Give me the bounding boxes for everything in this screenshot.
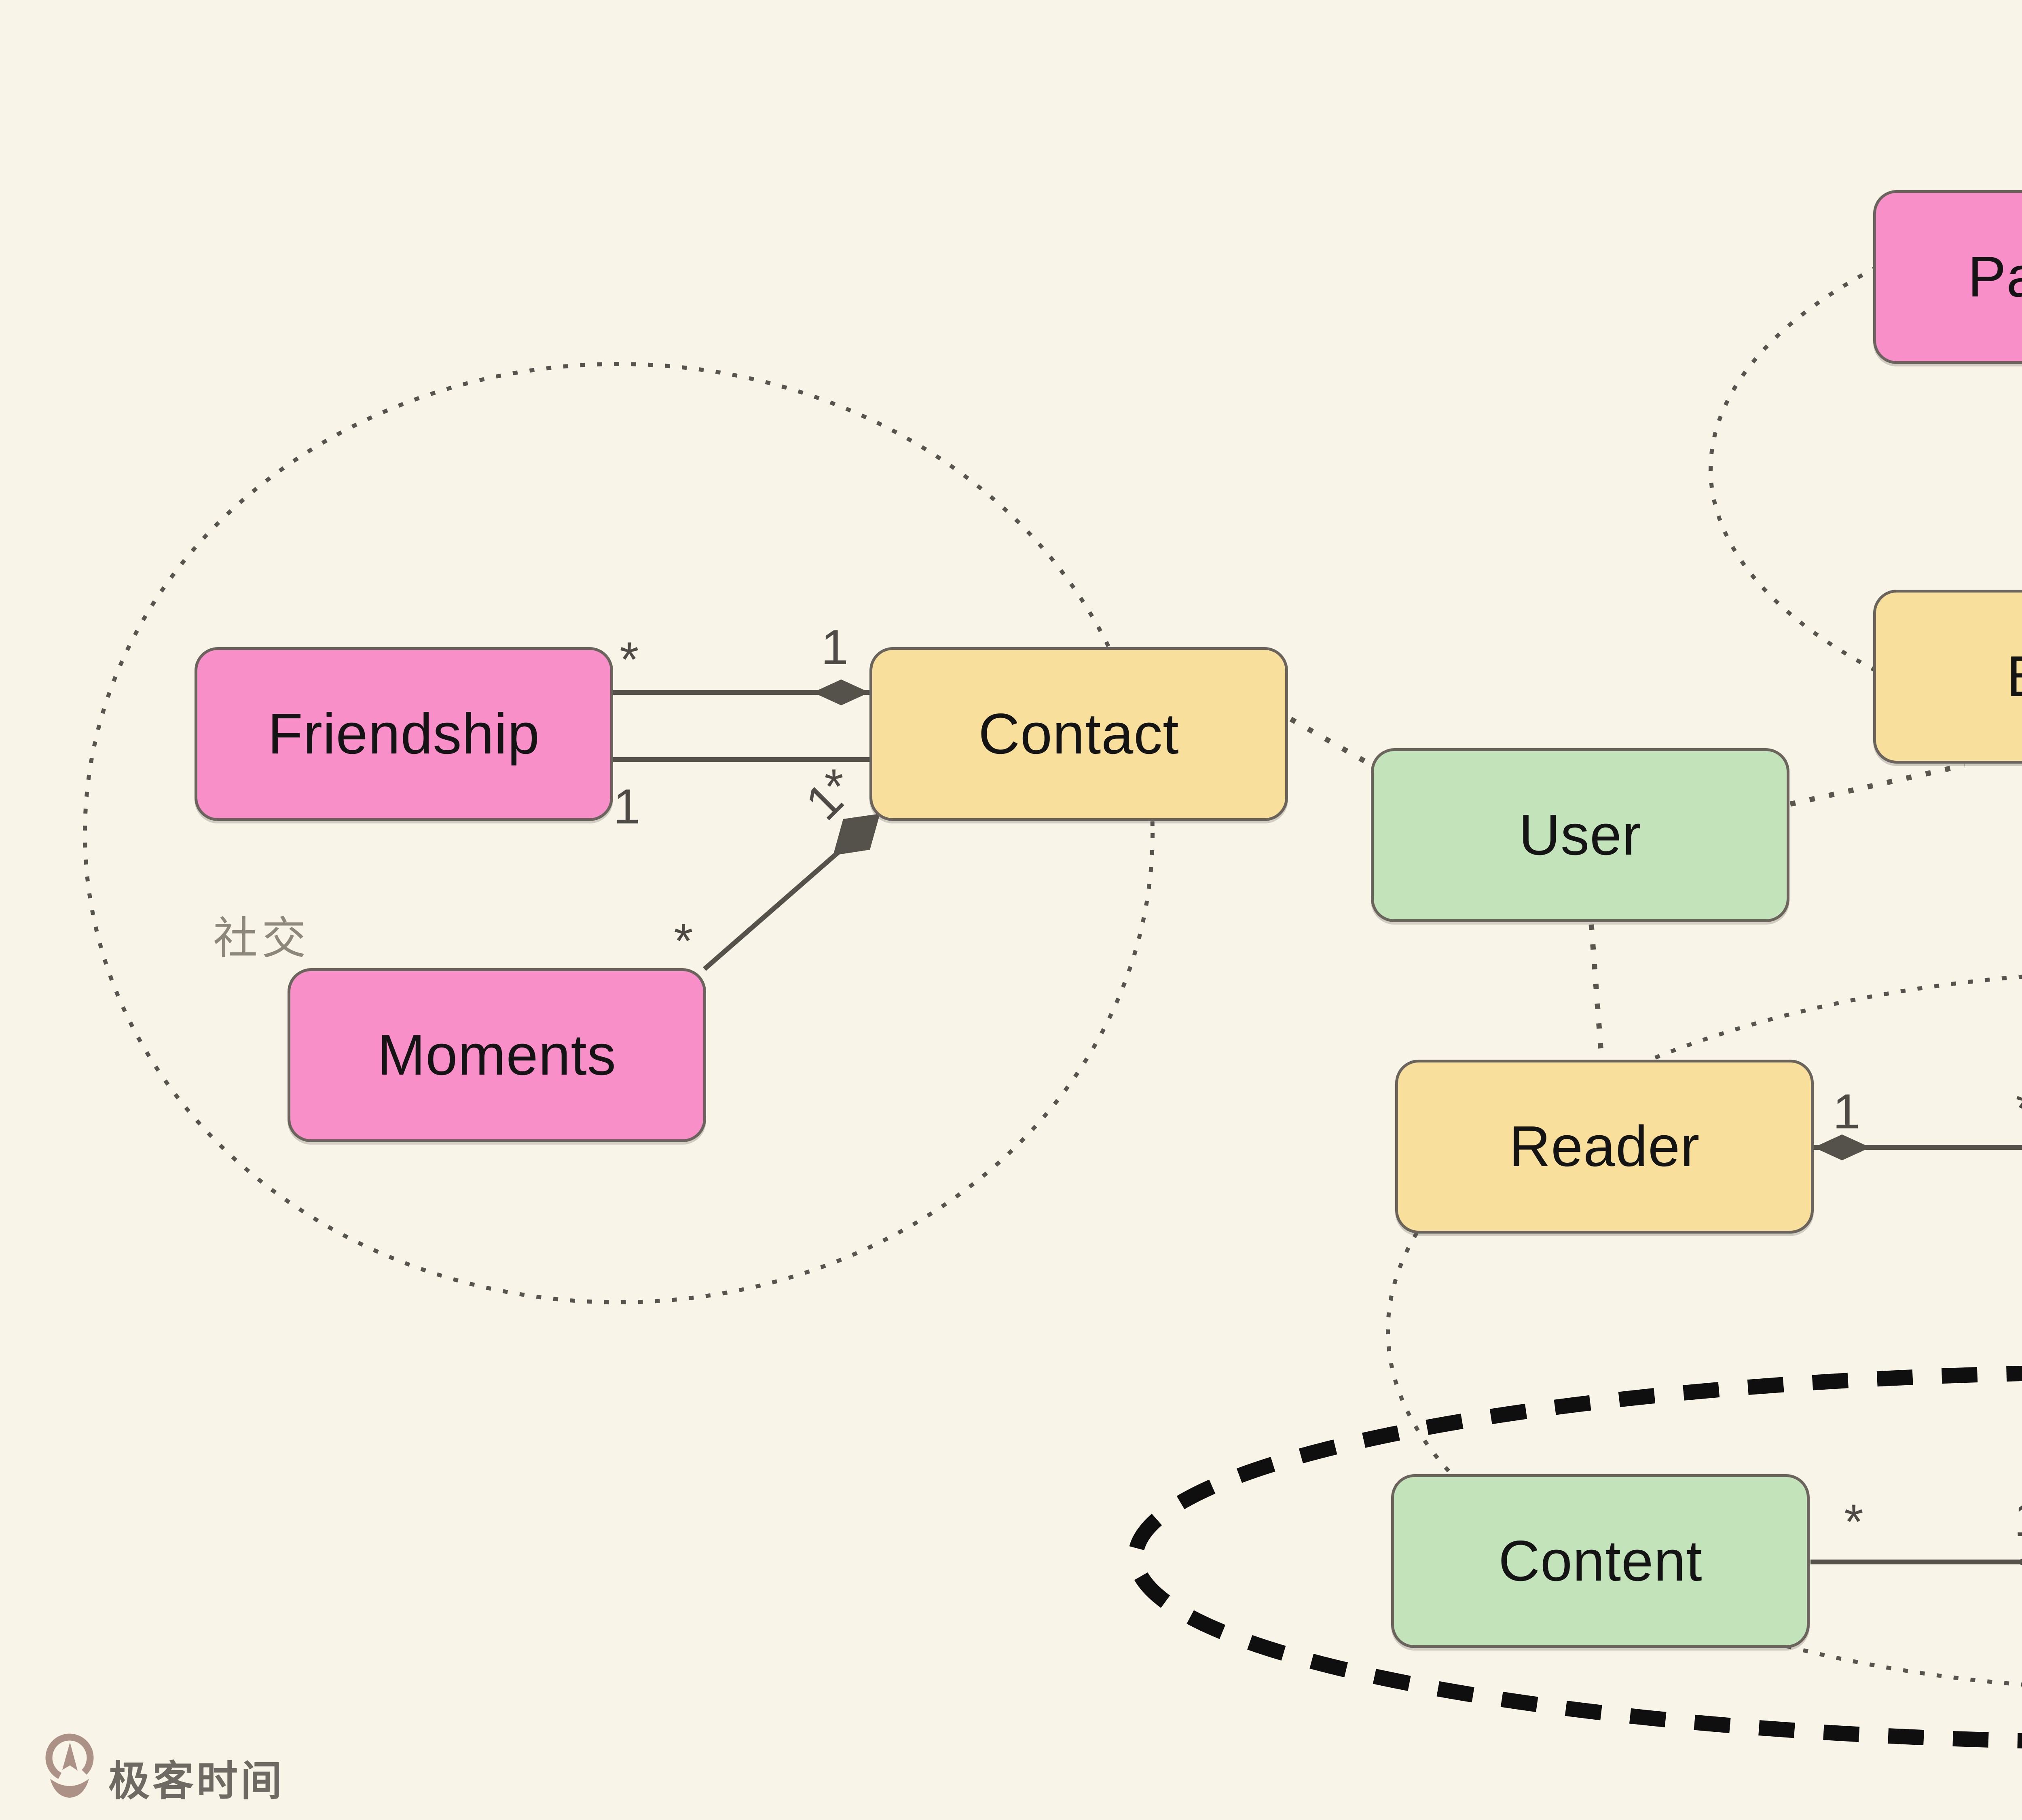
multiplicity-label: * — [1844, 1494, 1863, 1549]
entity-label-moments: Moments — [377, 1023, 616, 1087]
logo-smile-shape — [50, 1779, 89, 1798]
entity-label-payment: Payment — [1967, 245, 2022, 309]
entity-label-user: User — [1519, 803, 1642, 867]
logo-needle-shape — [62, 1742, 78, 1771]
geektime-logo-icon — [45, 1733, 94, 1798]
logo-text: 极客时间 — [108, 1758, 285, 1804]
entity-buyer[interactable]: Buyer — [1873, 590, 2022, 764]
relation-contact-user — [1289, 717, 1386, 775]
entity-label-reader: Reader — [1509, 1114, 1700, 1179]
aggregation-diamond-moments-contact — [833, 814, 880, 855]
relation-user-reader — [1588, 924, 1604, 1058]
entity-user[interactable]: User — [1371, 748, 1789, 922]
domain-ellipse-order — [1709, 208, 2022, 730]
relation-user-buyer — [1789, 762, 1965, 807]
entity-content[interactable]: Content — [1391, 1474, 1810, 1648]
multiplicity-label: 1 — [613, 779, 641, 834]
multiplicity-label: 1 — [821, 620, 848, 675]
entity-label-contact: Contact — [978, 702, 1179, 766]
relation-moments-contact — [703, 851, 840, 971]
entity-label-content: Content — [1498, 1529, 1703, 1593]
aggregation-diamond-friendship-contact-a — [813, 679, 869, 705]
aggregation-diamond-reader-subscription — [1814, 1134, 1870, 1160]
entity-friendship[interactable]: Friendship — [195, 647, 613, 821]
entity-label-friendship: Friendship — [268, 702, 540, 766]
geektime-logo: 极客时间 — [44, 1732, 285, 1813]
multiplicity-label: * — [674, 913, 693, 968]
aggregation-diamond-content-column — [2015, 1558, 2022, 1566]
multiplicity-label: * — [620, 632, 639, 687]
domain-label-social: 社交 — [213, 914, 310, 963]
entity-moments[interactable]: Moments — [288, 968, 706, 1142]
entity-contact[interactable]: Contact — [869, 647, 1288, 821]
multiplicity-label: 1 — [1833, 1084, 1860, 1139]
multiplicity-label: * — [2016, 1080, 2022, 1136]
entity-label-buyer: Buyer — [2007, 643, 2022, 710]
domain-ellipse-subscription — [1386, 974, 2022, 1687]
multiplicity-label: * — [824, 759, 844, 814]
domain-ellipse-social — [83, 362, 1155, 1304]
multiplicity-label: 1 — [2014, 1491, 2022, 1547]
entity-reader[interactable]: Reader — [1395, 1060, 1814, 1234]
entity-payment[interactable]: Payment — [1873, 190, 2022, 364]
